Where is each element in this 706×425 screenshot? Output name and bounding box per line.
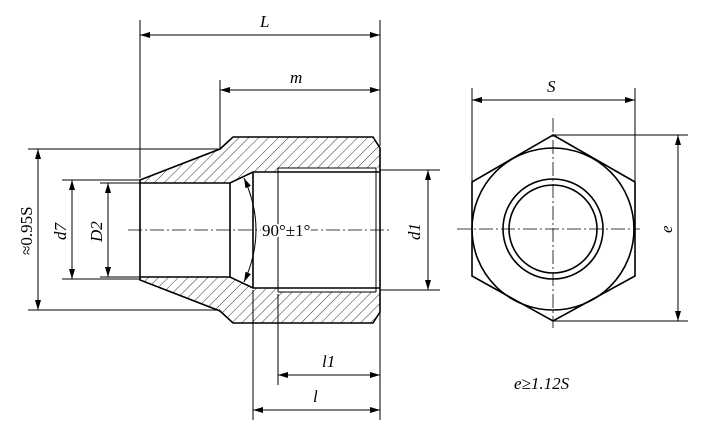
thread-lines [277, 167, 377, 293]
dimensions-left: L m l1 l 90°±1° ≈0.95S d7 D2 d1 [17, 12, 440, 420]
bore-contour [140, 171, 380, 289]
label-d7: d7 [51, 222, 70, 241]
label-L: L [259, 12, 269, 31]
label-D2: D2 [87, 221, 106, 243]
label-l1: l1 [322, 352, 335, 371]
label-m: m [290, 68, 302, 87]
label-095S: ≈0.95S [17, 206, 36, 255]
label-relation: e≥1.12S [514, 374, 570, 393]
hex-end-view: S e e≥1.12S [457, 77, 688, 393]
section-view [128, 136, 392, 324]
hex-outline [471, 134, 636, 322]
angle-arc [243, 177, 257, 283]
label-e: e [657, 225, 676, 233]
label-S: S [547, 77, 556, 96]
label-l: l [313, 387, 318, 406]
label-angle: 90°±1° [262, 221, 310, 240]
hatch-top-wall [140, 137, 380, 183]
hatch-bottom-wall [140, 277, 380, 323]
label-d1: d1 [405, 223, 424, 240]
